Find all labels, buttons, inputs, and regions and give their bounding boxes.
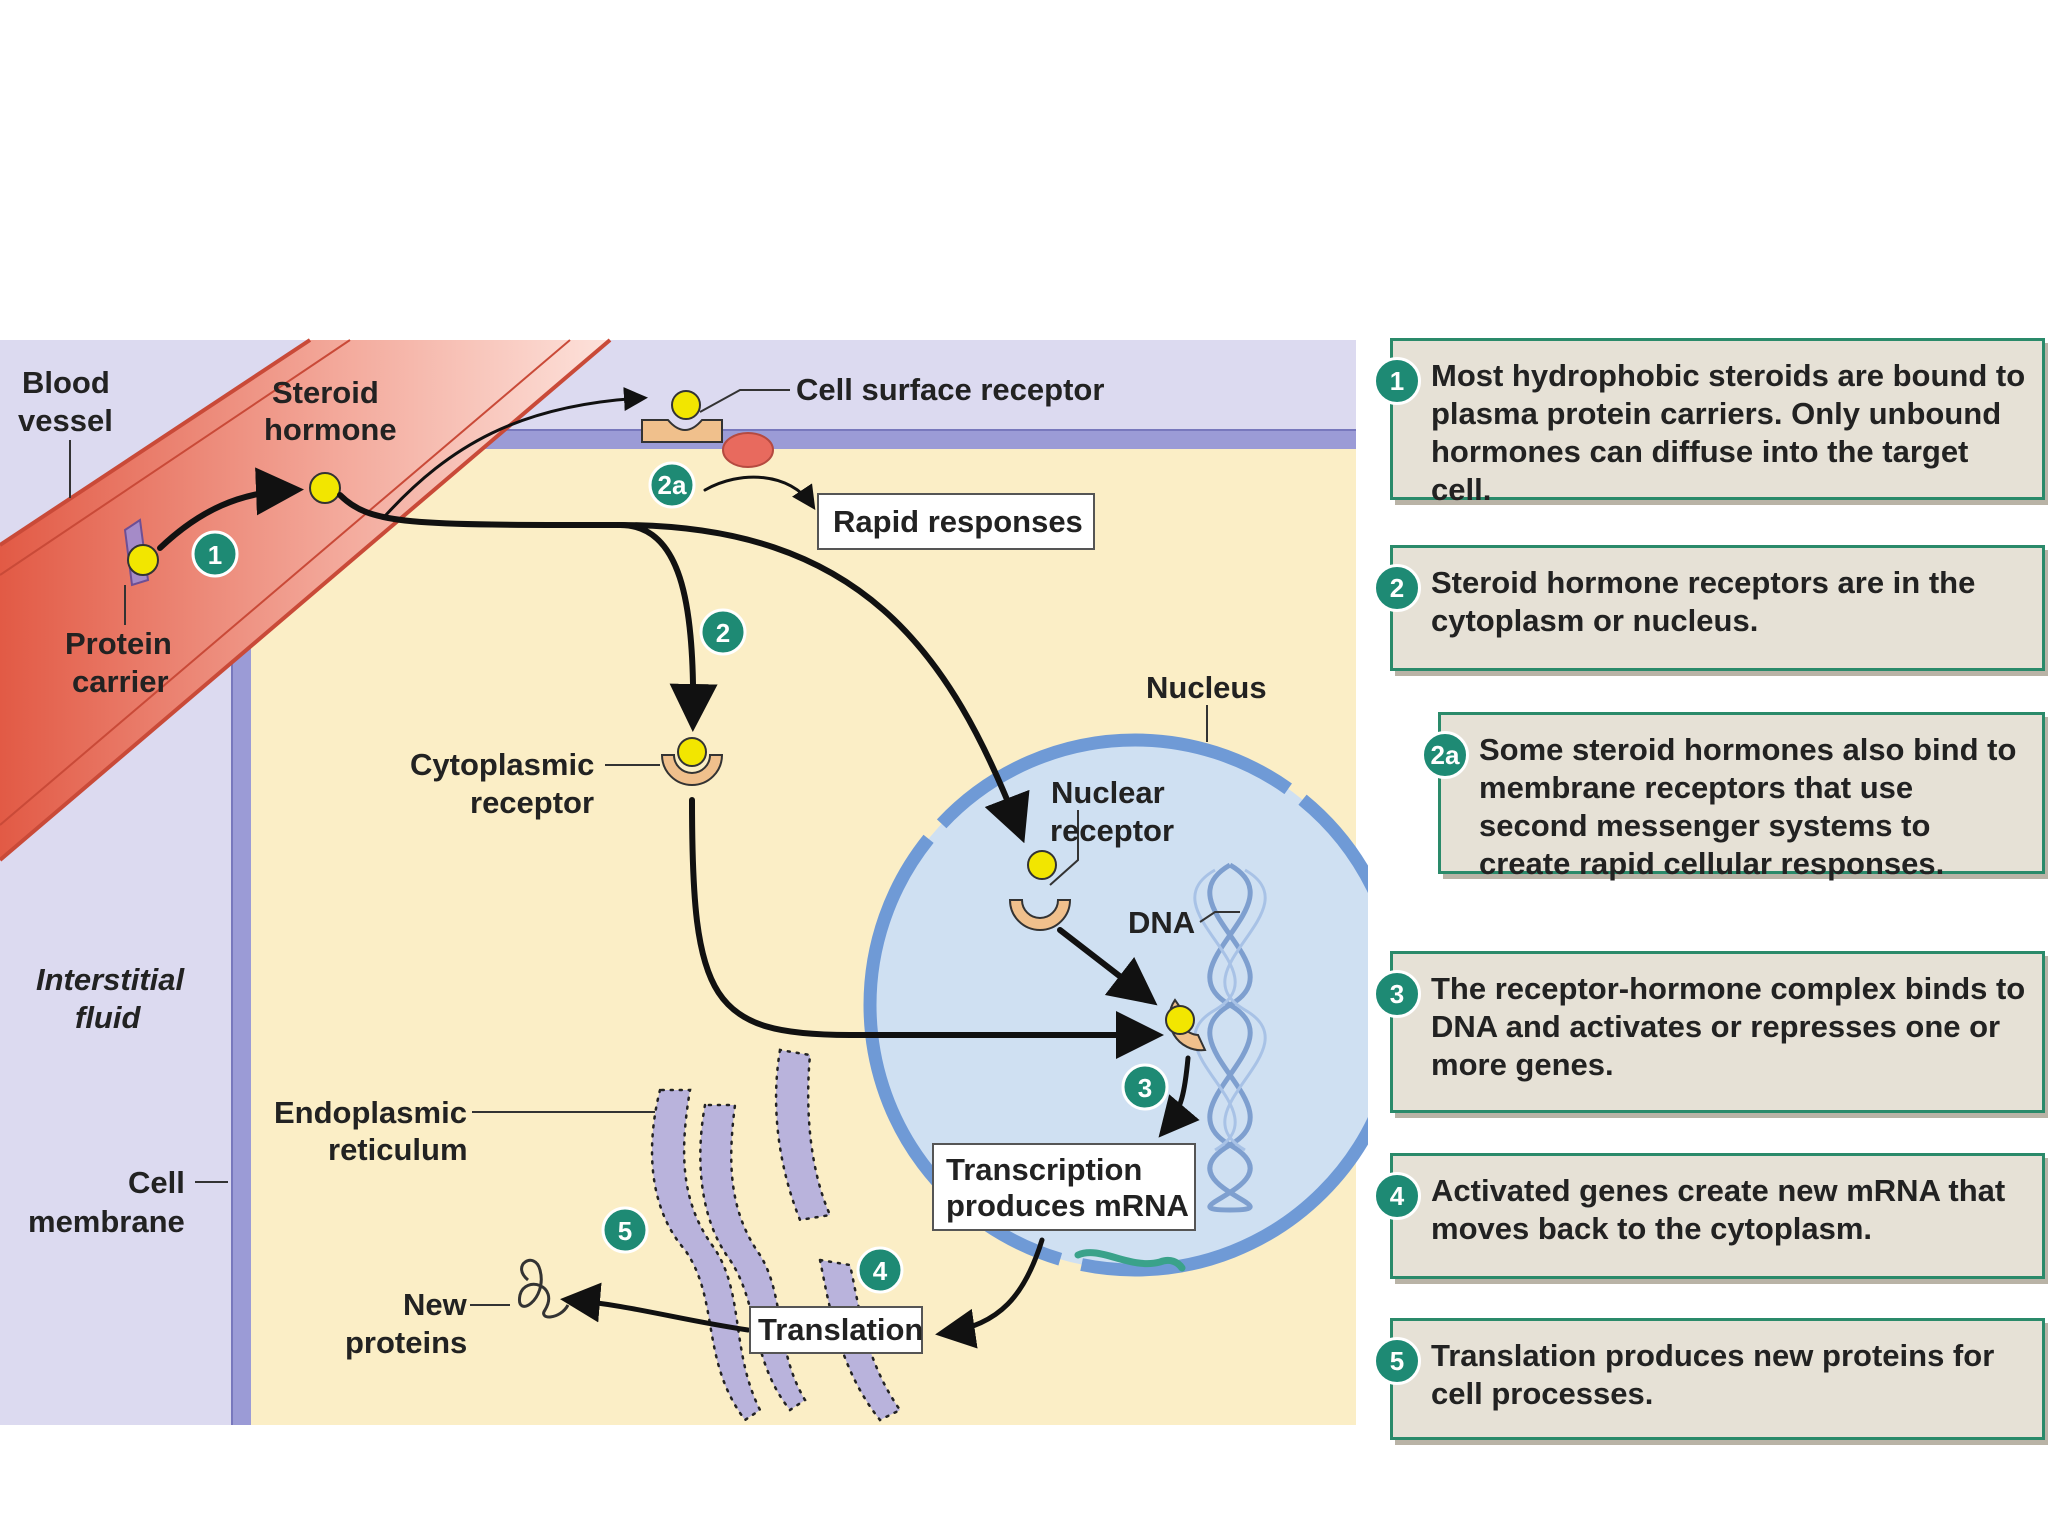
badge-4: 4 (856, 1246, 904, 1294)
arrow-step1 (157, 467, 304, 551)
arrow-to-proteins (560, 1282, 751, 1333)
svg-text:1: 1 (208, 540, 222, 570)
steroid-hormone-diagram: 1 2 2a 3 4 5 Blood vessel Steroid hormon… (0, 338, 1368, 1425)
cytoplasmic-receptor-hormone (677, 737, 707, 767)
dna-leader (1199, 911, 1240, 923)
arrow-to-surface (383, 387, 648, 518)
arrow-to-translation (935, 1237, 1045, 1349)
nuclear-receptor-leader (1049, 810, 1079, 886)
label-cell-membrane-2: membrane (28, 1204, 185, 1239)
step-badge-3: 3 (1373, 970, 1421, 1018)
step-2: 2 Steroid hormone receptors are in the c… (1373, 545, 2045, 671)
step-3-text: The receptor-hormone complex binds to DN… (1431, 971, 2026, 1082)
nuclear-receptor-hormone (1027, 850, 1057, 880)
step-badge-2: 2 (1373, 564, 1421, 612)
step-4: 4 Activated genes create new mRNA that m… (1373, 1153, 2045, 1279)
step-badge-1: 1 (1373, 357, 1421, 405)
step-1: 1 Most hydrophobic steroids are bound to… (1373, 338, 2045, 507)
label-steroid-hormone-1: Steroid (272, 375, 379, 410)
nuclear-envelope (863, 733, 1368, 1277)
label-cell-membrane-1: Cell (128, 1165, 185, 1200)
surface-receptor-hormone (671, 390, 701, 420)
step-3: 3 The receptor-hormone complex binds to … (1373, 951, 2045, 1113)
step-2a: 2a Some steroid hormones also bind to me… (1421, 712, 2045, 881)
label-interstitial-fluid-2: fluid (75, 1000, 141, 1035)
dna-complex-hormone (1165, 1005, 1195, 1035)
label-dna: DNA (1128, 905, 1195, 940)
label-cell-surface-receptor: Cell surface receptor (796, 372, 1104, 407)
steroid-hormone-molecule (309, 472, 341, 504)
arrow-nuclear-to-dna (1057, 927, 1158, 1006)
new-protein-squiggle (518, 1258, 570, 1319)
label-new-proteins-1: New (403, 1287, 468, 1322)
arrow-to-cytoplasmic (617, 522, 718, 732)
label-interstitial-fluid-1: Interstitial (36, 962, 186, 997)
badge-5: 5 (601, 1206, 649, 1254)
svg-text:2a: 2a (658, 470, 687, 500)
label-cytoplasmic-receptor-1: Cytoplasmic (410, 747, 594, 782)
label-nucleus: Nucleus (1146, 670, 1267, 705)
label-rapid-responses: Rapid responses (833, 504, 1083, 539)
badge-2: 2 (699, 608, 747, 656)
vessel-inner-line (0, 339, 351, 576)
label-er-1: Endoplasmic (274, 1095, 467, 1130)
label-er-2: reticulum (328, 1132, 468, 1167)
dna-helix (1193, 862, 1267, 1213)
svg-text:5: 5 (618, 1216, 632, 1246)
surface-receptor-leader (699, 389, 790, 413)
step-5-text: Translation produces new proteins for ce… (1431, 1338, 1995, 1411)
step-4-text: Activated genes create new mRNA that mov… (1431, 1173, 2006, 1246)
g-protein (722, 432, 774, 468)
label-protein-carrier-1: Protein (65, 626, 172, 661)
label-cytoplasmic-receptor-2: receptor (470, 785, 594, 820)
step-5: 5 Translation produces new proteins for … (1373, 1318, 2045, 1440)
step-2-text: Steroid hormone receptors are in the cyt… (1431, 565, 1976, 638)
rapid-responses-box (817, 493, 1095, 550)
badge-2a: 2a (648, 461, 696, 509)
carrier-hormone (127, 544, 159, 576)
step-badge-2a: 2a (1421, 731, 1469, 779)
label-transcription-1: Transcription (946, 1152, 1142, 1187)
nuclear-receptor-shape (1008, 899, 1072, 931)
vessel-inner-line-2 (0, 339, 571, 826)
step-badge-5: 5 (1373, 1337, 1421, 1385)
badge-1: 1 (191, 530, 239, 578)
label-blood-vessel-2: vessel (18, 403, 113, 438)
label-nuclear-receptor-1: Nuclear (1051, 775, 1165, 810)
label-new-proteins-2: proteins (345, 1325, 467, 1360)
arrow-rapid (703, 475, 816, 510)
cell-surface-receptor-shape (641, 419, 723, 443)
step-1-text: Most hydrophobic steroids are bound to p… (1431, 358, 2026, 507)
step-badge-4: 4 (1373, 1172, 1421, 1220)
transcription-box (932, 1143, 1196, 1231)
label-nuclear-receptor-2: receptor (1050, 813, 1174, 848)
cytoplasmic-receptor-shape (660, 754, 724, 786)
step-list: 1 Most hydrophobic steroids are bound to… (1373, 338, 2048, 1440)
arrow-to-transcription (1158, 1055, 1200, 1138)
mrna-strand (1074, 1249, 1186, 1272)
vessel-wall-top (0, 338, 312, 547)
translation-box (749, 1306, 923, 1354)
arrow-to-nuclear (617, 522, 1030, 844)
label-transcription-2: produces mRNA (946, 1188, 1189, 1223)
svg-text:2: 2 (716, 618, 730, 648)
arrow-cyto-to-dna (689, 797, 1164, 1059)
label-steroid-hormone-2: hormone (264, 412, 397, 447)
step-2a-text: Some steroid hormones also bind to membr… (1479, 732, 2017, 881)
svg-text:3: 3 (1138, 1073, 1152, 1103)
label-translation: Translation (758, 1312, 923, 1347)
svg-text:4: 4 (873, 1256, 888, 1286)
badge-3: 3 (1121, 1063, 1169, 1111)
label-protein-carrier-2: carrier (72, 664, 169, 699)
label-blood-vessel-1: Blood (22, 365, 110, 400)
arrow-main (337, 492, 623, 528)
